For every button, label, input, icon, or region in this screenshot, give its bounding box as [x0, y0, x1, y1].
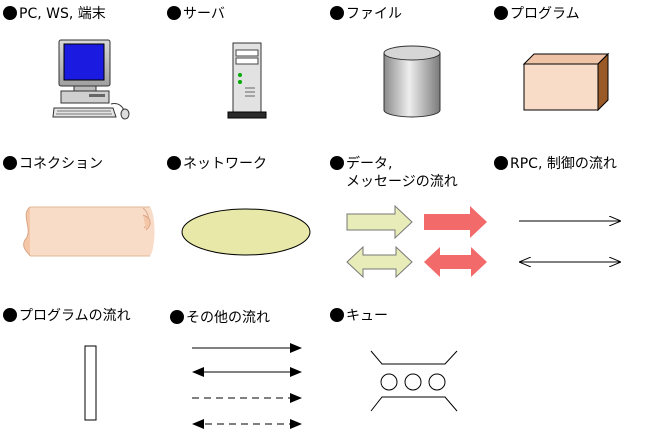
label-connection: コネクション — [19, 156, 103, 172]
bullet-icon — [3, 156, 17, 170]
bullet-icon — [330, 6, 344, 20]
bullet-icon — [167, 156, 181, 170]
legend-other-flow: その他の流れ — [170, 309, 270, 327]
legend-file: ファイル — [330, 5, 402, 23]
label-data-line2: メッセージの流れ — [346, 174, 458, 190]
label-program: プログラム — [510, 6, 580, 22]
label-rpc: RPC, 制御の流れ — [510, 156, 617, 172]
legend-server: サーバ — [167, 5, 225, 23]
label-other-flow: その他の流れ — [186, 310, 270, 326]
program-box-icon — [522, 52, 610, 112]
bullet-icon — [330, 308, 344, 322]
bullet-icon — [494, 156, 508, 170]
legend-queue: キュー — [330, 307, 388, 325]
bullet-icon — [3, 308, 17, 322]
computer-icon — [52, 39, 130, 120]
label-server: サーバ — [183, 6, 225, 22]
legend-program-flow: プログラムの流れ — [3, 307, 131, 325]
label-queue: キュー — [346, 308, 388, 324]
data-arrow-icon — [346, 204, 487, 279]
bullet-icon — [494, 6, 508, 20]
bullet-icon — [330, 156, 344, 170]
label-network: ネットワーク — [183, 156, 267, 172]
network-ellipse-icon — [181, 208, 311, 256]
other-flow-arrow-icon — [192, 343, 302, 429]
label-pc: PC, WS, 端末 — [19, 6, 106, 22]
bullet-icon — [3, 6, 17, 20]
server-tower-icon — [227, 42, 267, 119]
bullet-icon — [167, 6, 181, 20]
legend-pc: PC, WS, 端末 — [3, 5, 106, 23]
file-cylinder-icon — [383, 45, 441, 118]
label-data-line1: データ, — [346, 156, 393, 172]
legend-connection: コネクション — [3, 155, 103, 173]
label-file: ファイル — [346, 6, 402, 22]
legend-network: ネットワーク — [167, 155, 267, 173]
legend-data: データ, メッセージの流れ — [330, 155, 458, 191]
bullet-icon — [170, 310, 184, 324]
program-flow-bar-icon — [84, 345, 97, 421]
queue-icon — [370, 350, 458, 412]
label-program-flow: プログラムの流れ — [19, 308, 131, 324]
legend-program: プログラム — [494, 5, 580, 23]
rpc-arrow-icon — [519, 221, 620, 262]
connection-pipe-icon — [23, 206, 155, 257]
legend-rpc: RPC, 制御の流れ — [494, 155, 617, 173]
